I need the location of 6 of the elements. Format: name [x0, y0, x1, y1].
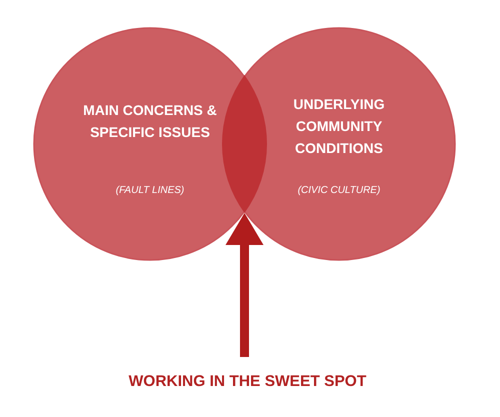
circle-heading: UNDERLYING COMMUNITY CONDITIONS	[292, 95, 386, 158]
circle-heading: MAIN CONCERNS & SPECIFIC ISSUES	[82, 101, 218, 142]
arrow	[226, 212, 264, 357]
caption-text: WORKING IN THE SWEET SPOT	[128, 373, 368, 391]
circle-subtitle: (CIVIC CULTURE)	[296, 185, 382, 196]
circle-subtitle: (FAULT LINES)	[114, 185, 186, 196]
